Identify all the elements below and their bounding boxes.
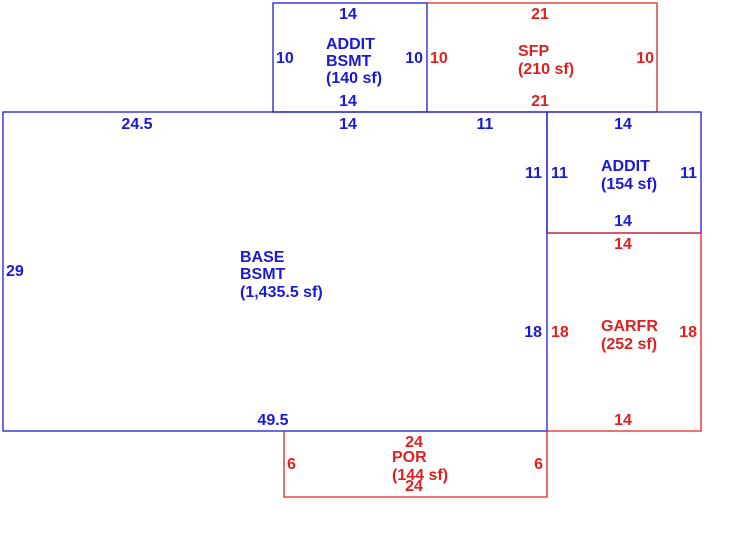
sfp-dim-bottom: 21 [531,93,549,110]
por-area-value: (144 sf) [392,467,448,484]
addit-name: ADDIT [601,158,650,175]
garfr-dim-right: 18 [679,324,697,341]
addit-area: 14 14 11 11 ADDIT (154 sf) [546,111,702,234]
base-bsmt-name-line2: BSMT [240,266,286,283]
garfr-area: 14 14 18 18 GARFR (252 sf) [547,232,702,432]
addit-dim-top: 14 [614,116,632,133]
addit-bsmt-name-line2: BSMT [326,53,372,70]
base-bsmt-outline [2,111,548,432]
base-bsmt-dim-right-upper: 11 [525,165,542,182]
garfr-outline [547,232,702,432]
base-bsmt-area: 24.5 14 11 11 18 29 49.5 BASE BSMT (1,43… [2,111,548,432]
por-dim-bottom: 24 [405,478,423,495]
garfr-name: GARFR [601,318,658,335]
addit-dim-left: 11 [551,165,568,182]
sfp-area: 21 21 10 10 SFP (210 sf) [427,2,658,113]
garfr-area-value: (252 sf) [601,336,657,353]
base-bsmt-area-value: (1,435.5 sf) [240,284,323,301]
addit-bsmt-name-line1: ADDIT [326,36,375,53]
sfp-area-value: (210 sf) [518,61,574,78]
garfr-dim-top: 14 [614,236,632,253]
sfp-dim-top: 21 [531,6,549,23]
sfp-dim-left: 10 [430,50,448,67]
base-bsmt-dim-top-mid: 14 [339,116,357,133]
base-bsmt-dim-bottom: 49.5 [257,412,288,429]
base-bsmt-dim-top-right: 11 [477,116,494,133]
garfr-dim-bottom: 14 [614,412,632,429]
addit-area-value: (154 sf) [601,176,657,193]
addit-bsmt-dim-bottom: 14 [339,93,357,110]
base-bsmt-dim-top-left: 24.5 [121,116,152,133]
addit-dim-bottom: 14 [614,213,632,230]
addit-bsmt-dim-top: 14 [339,6,357,23]
addit-bsmt-area: 14 14 10 10 ADDIT BSMT (140 sf) [272,2,428,113]
por-outline [283,431,548,498]
sfp-dim-right: 10 [636,50,654,67]
addit-bsmt-area-value: (140 sf) [326,70,382,87]
por-area: 24 24 6 6 POR (144 sf) [283,431,548,498]
por-dim-left: 6 [287,456,296,473]
garfr-dim-left: 18 [551,324,569,341]
addit-bsmt-dim-left: 10 [276,50,294,67]
por-dim-right: 6 [534,456,543,473]
base-bsmt-dim-left: 29 [6,263,24,280]
base-bsmt-dim-right-lower: 18 [524,324,542,341]
addit-dim-right: 11 [680,165,697,182]
por-dim-top: 24 [405,434,423,451]
por-name: POR [392,449,427,466]
base-bsmt-name-line1: BASE [240,249,285,266]
sfp-name: SFP [518,43,549,60]
addit-bsmt-dim-right: 10 [405,50,423,67]
